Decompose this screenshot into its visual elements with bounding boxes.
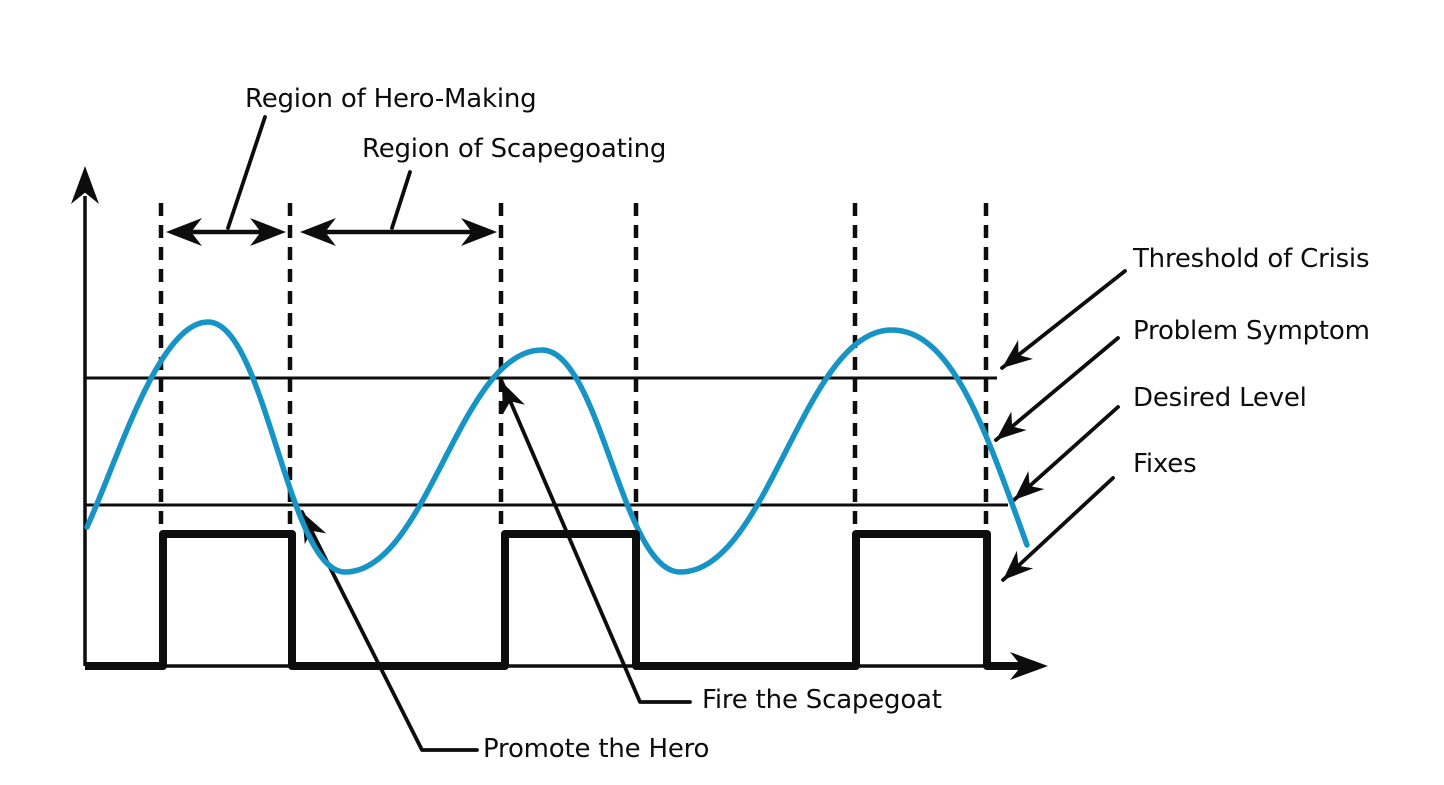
fire-the-scapegoat-arrow-head [502, 382, 525, 415]
label-threshold-of-crisis: Threshold of Crisis [1133, 244, 1370, 274]
region-scapegoating-leader-line [390, 170, 412, 230]
problem-symptom-arrow-line [994, 336, 1120, 442]
region-hero-making-leader-line [226, 115, 267, 230]
label-fire-the-scapegoat: Fire the Scapegoat [702, 685, 942, 715]
label-region-scapegoating: Region of Scapegoating [362, 134, 667, 164]
fixes-square-wave [85, 530, 1033, 670]
label-problem-symptom: Problem Symptom [1133, 316, 1370, 346]
label-region-hero-making: Region of Hero-Making [245, 84, 537, 114]
region-of-scapegoating-left-arrowhead [300, 218, 336, 246]
label-promote-the-hero: Promote the Hero [483, 734, 710, 764]
fixes-arrow-head [1003, 550, 1034, 580]
desired-level-arrow-head [1014, 471, 1045, 500]
problem-symptom-wave [84, 319, 1030, 575]
fire-the-scapegoat-arrow-line [500, 380, 692, 704]
region-of-hero-making-left-arrowhead [166, 218, 202, 246]
y-axis-arrowhead [71, 166, 99, 204]
region-of-hero-making-right-arrowhead [250, 218, 286, 246]
threshold-of-crisis-arrow-head [1002, 340, 1033, 368]
threshold-of-crisis-arrow-line [1000, 269, 1127, 370]
label-desired-level: Desired Level [1133, 383, 1307, 413]
region-of-scapegoating-right-arrowhead [461, 218, 497, 246]
problem-symptom-arrow-head [996, 411, 1027, 440]
promote-the-hero-arrow-line [300, 510, 479, 752]
desired-level-arrow-line [1012, 405, 1120, 502]
label-fixes: Fixes [1133, 449, 1197, 479]
fixes-arrow-line [1001, 476, 1115, 582]
